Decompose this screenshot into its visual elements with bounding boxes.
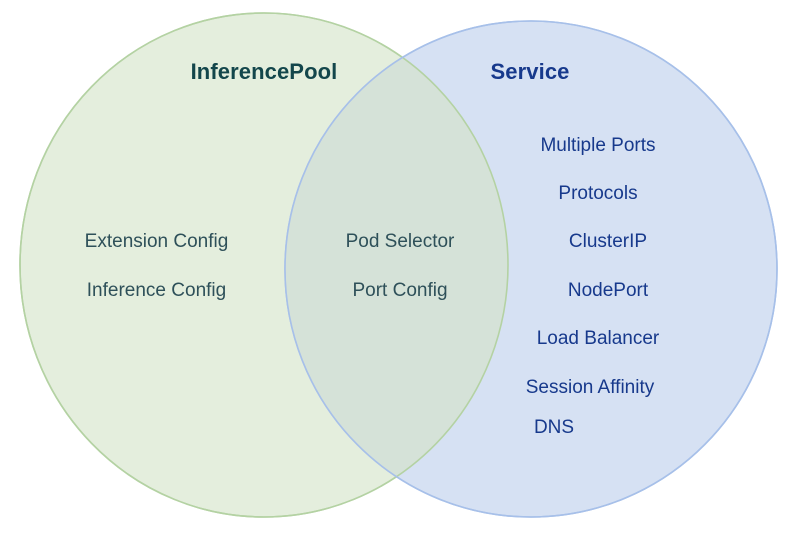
- list-item-pod-selector[interactable]: Pod Selector: [345, 231, 455, 252]
- circle-service-outline: [284, 20, 778, 518]
- list-item-session-affinity[interactable]: Session Affinity: [525, 377, 655, 398]
- list-item-nodeport[interactable]: NodePort: [567, 280, 649, 301]
- list-item-port-config[interactable]: Port Config: [352, 280, 448, 301]
- list-item-inference-config[interactable]: Inference Config: [86, 280, 227, 301]
- list-item-load-balancer[interactable]: Load Balancer: [536, 328, 660, 349]
- set-title-service: Service: [490, 59, 570, 84]
- circle-inferencepool-outline: [19, 12, 509, 518]
- list-item-protocols[interactable]: Protocols: [558, 183, 638, 204]
- list-item-extension-config[interactable]: Extension Config: [84, 231, 229, 252]
- set-title-inferencepool: InferencePool: [190, 59, 338, 84]
- list-item-dns[interactable]: DNS: [533, 417, 575, 438]
- list-item-clusterip[interactable]: ClusterIP: [568, 231, 648, 252]
- intersection-region: [285, 21, 508, 517]
- list-item-multiple-ports[interactable]: Multiple Ports: [540, 135, 656, 156]
